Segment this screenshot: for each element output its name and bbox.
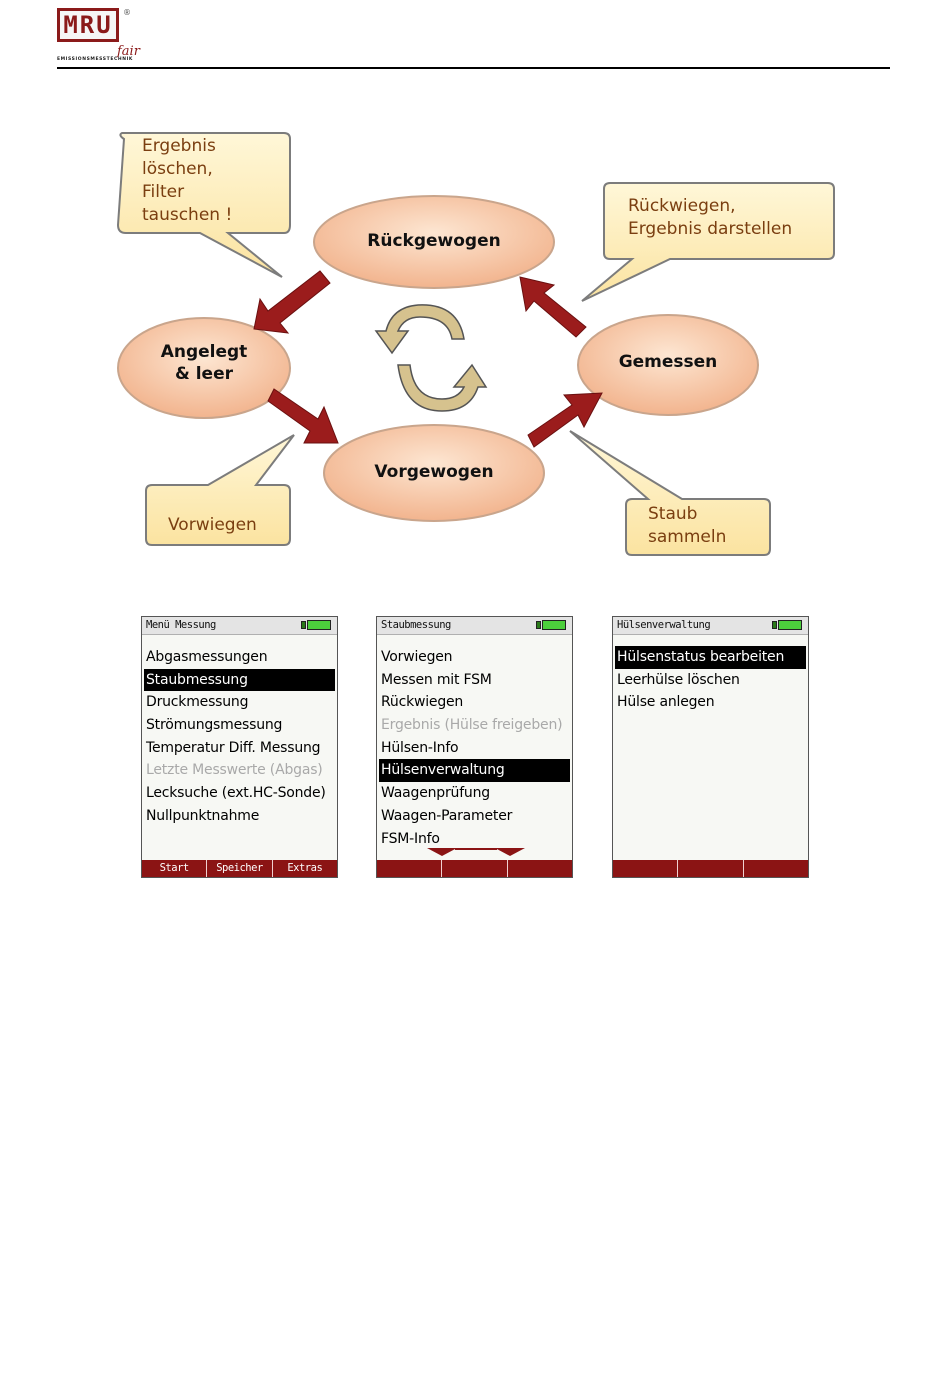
menu-list: Abgasmessungen Staubmessung Druckmessung… <box>144 646 335 828</box>
callout-rueckwiegen: Rückwiegen, Ergebnis darstellen <box>628 196 793 239</box>
arrow-vorgewogen-to-gemessen <box>527 392 603 448</box>
node-vorgewogen-shape <box>323 424 545 522</box>
menu-item-lecksuche[interactable]: Lecksuche (ext.HC-Sonde) <box>146 785 326 802</box>
battery-plug-icon <box>772 621 777 629</box>
menu-item-druckmessung[interactable]: Druckmessung <box>146 694 249 711</box>
screen-title-bar: Hülsenverwaltung <box>613 617 808 635</box>
node-gemessen: Gemessen <box>618 352 718 372</box>
battery-icon <box>778 620 802 630</box>
node-vorgewogen: Vorgewogen <box>374 462 494 482</box>
menu-item-huelsenverwaltung[interactable]: Hülsenverwaltung <box>379 759 570 783</box>
arrow-angelegt-to-vorgewogen <box>267 388 339 444</box>
softkey-middle[interactable] <box>442 860 508 877</box>
header-divider <box>57 67 890 69</box>
menu-item-temperatur-diff[interactable]: Temperatur Diff. Messung <box>146 739 321 756</box>
callout-ergebnis: Ergebnis löschen, Filter tauschen ! <box>142 136 233 225</box>
menu-item-huelsenstatus-bearbeiten[interactable]: Hülsenstatus bearbeiten <box>615 646 806 669</box>
softkey-bar: Start Speicher Extras <box>142 860 337 877</box>
menu-item-staubmessung[interactable]: Staubmessung <box>144 668 335 692</box>
logo-tagline: EMISSIONSMESSTECHNIK <box>57 57 133 62</box>
scroll-down-indicator-icon <box>427 848 525 856</box>
menu-item-waagenpruefung[interactable]: Waagenprüfung <box>381 785 490 802</box>
softkey-speicher[interactable]: Speicher <box>207 860 273 877</box>
node-angelegt: Angelegt & leer <box>160 342 248 384</box>
menu-item-nullpunktnahme[interactable]: Nullpunktnahme <box>146 807 260 824</box>
screen-title: Hülsenverwaltung <box>617 619 711 631</box>
battery-icon <box>542 620 566 630</box>
softkey-middle[interactable] <box>678 860 744 877</box>
cycle-arrows-icon <box>374 304 488 412</box>
workflow-diagram: Rückgewogen Angelegt & leer Gemessen Vor… <box>108 125 848 575</box>
menu-item-stroemungsmessung[interactable]: Strömungsmessung <box>146 717 283 734</box>
menu-item-letzte-messwerte: Letzte Messwerte (Abgas) <box>146 762 323 779</box>
device-screen-menu-messung: Menü Messung Abgasmessungen Staubmessung… <box>141 616 338 878</box>
device-screen-staubmessung: Staubmessung Vorwiegen Messen mit FSM Rü… <box>376 616 573 878</box>
device-screen-huelsenverwaltung: Hülsenverwaltung Hülsenstatus bearbeiten… <box>612 616 809 878</box>
battery-icon <box>307 620 331 630</box>
screen-title: Menü Messung <box>146 619 216 631</box>
logo-fair-text: fair <box>117 44 140 59</box>
arrow-rueckgewogen-to-angelegt <box>253 270 331 334</box>
workflow-graphic <box>116 132 835 556</box>
battery-plug-icon <box>301 621 306 629</box>
menu-item-rueckwiegen[interactable]: Rückwiegen <box>381 694 464 711</box>
menu-item-waagen-parameter[interactable]: Waagen-Parameter <box>381 807 513 824</box>
softkey-start[interactable]: Start <box>142 860 208 877</box>
softkey-left[interactable] <box>377 860 443 877</box>
screen-title-bar: Staubmessung <box>377 617 572 635</box>
menu-item-leerhuelse-loeschen[interactable]: Leerhülse löschen <box>617 671 740 688</box>
softkey-bar <box>613 860 808 877</box>
node-angelegt-shape <box>117 317 291 419</box>
page-header: MRU ® fair EMISSIONSMESSTECHNIK <box>57 8 890 70</box>
softkey-bar <box>377 860 572 877</box>
softkey-right[interactable] <box>744 860 808 877</box>
arrow-gemessen-to-rueckgewogen <box>519 276 587 338</box>
screen-title: Staubmessung <box>381 619 451 631</box>
softkey-right[interactable] <box>508 860 572 877</box>
battery-plug-icon <box>536 621 541 629</box>
callout-staub: Staub sammeln <box>648 504 727 547</box>
callout-vorwiegen: Vorwiegen <box>168 515 257 535</box>
screen-title-bar: Menü Messung <box>142 617 337 635</box>
node-rueckgewogen: Rückgewogen <box>367 231 501 251</box>
menu-item-huelsen-info[interactable]: Hülsen-Info <box>381 739 459 756</box>
callout-ergebnis-bubble <box>116 132 291 278</box>
menu-list: Vorwiegen Messen mit FSM Rückwiegen Erge… <box>379 646 570 850</box>
node-gemessen-shape <box>577 314 759 416</box>
menu-item-abgasmessungen[interactable]: Abgasmessungen <box>146 649 268 665</box>
node-rueckgewogen-shape <box>313 195 555 289</box>
menu-list: Hülsenstatus bearbeiten Leerhülse lösche… <box>615 646 806 714</box>
company-logo: MRU <box>57 8 119 42</box>
callout-staub-bubble <box>569 430 771 556</box>
menu-item-ergebnis: Ergebnis (Hülse freigeben) <box>381 717 563 734</box>
callout-rueckwiegen-bubble <box>581 182 835 302</box>
menu-item-huelse-anlegen[interactable]: Hülse anlegen <box>617 694 715 711</box>
softkey-left[interactable] <box>613 860 679 877</box>
registered-mark: ® <box>123 8 131 17</box>
menu-item-vorwiegen[interactable]: Vorwiegen <box>381 649 453 665</box>
menu-item-fsm-info[interactable]: FSM-Info <box>381 830 440 847</box>
logo-text: MRU <box>63 11 113 39</box>
menu-item-messen-mit-fsm[interactable]: Messen mit FSM <box>381 671 492 688</box>
softkey-extras[interactable]: Extras <box>287 862 323 874</box>
callout-vorwiegen-bubble <box>145 434 295 546</box>
